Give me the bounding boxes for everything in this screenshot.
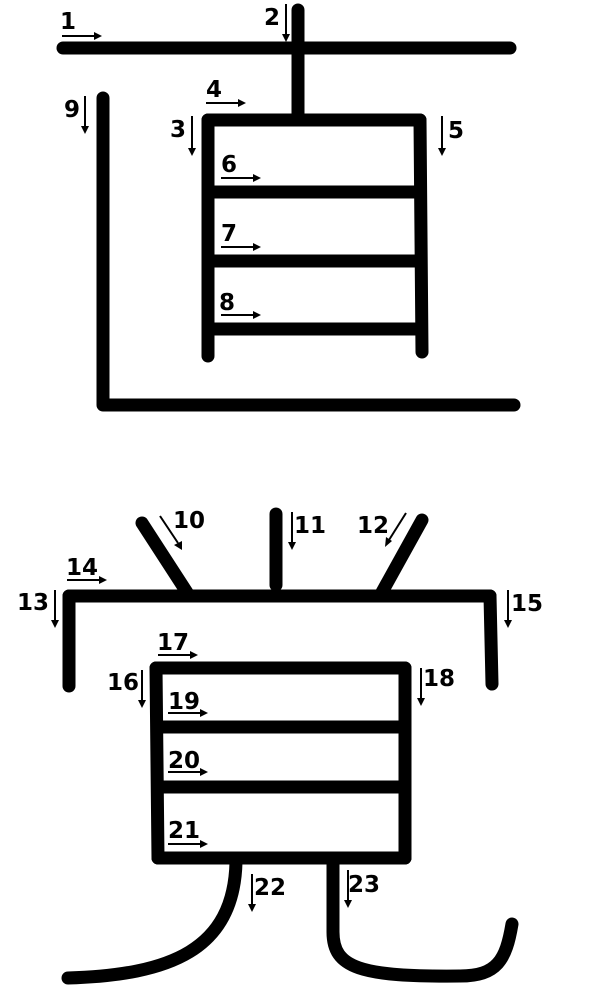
arrow-21-icon — [168, 840, 208, 848]
stroke-23 — [326, 855, 519, 983]
arrow-15-icon — [504, 590, 512, 628]
arrow-7-icon — [221, 243, 261, 251]
stroke-number-11: 11 — [294, 513, 326, 539]
arrow-14-icon — [67, 576, 107, 584]
stroke-number-3: 3 — [170, 117, 186, 143]
direction-arrows — [51, 4, 512, 912]
arrow-20-icon — [168, 768, 208, 776]
arrow-4-icon — [206, 99, 246, 107]
character-1-strokes — [56, 3, 521, 412]
arrow-10-icon — [159, 515, 182, 550]
stroke-number-7: 7 — [221, 221, 237, 247]
arrow-8-icon — [221, 311, 261, 319]
stroke-number-22: 22 — [254, 875, 286, 901]
stroke-number-5: 5 — [448, 118, 464, 144]
arrow-1-icon — [62, 32, 102, 40]
stroke-number-19: 19 — [168, 689, 200, 715]
stroke-number-4: 4 — [206, 77, 222, 103]
character-2-strokes — [61, 507, 519, 985]
stroke-number-20: 20 — [168, 748, 200, 774]
arrow-9-icon — [81, 96, 89, 134]
stroke-number-15: 15 — [511, 591, 543, 617]
stroke-5 — [413, 113, 429, 359]
stroke-number-9: 9 — [64, 97, 80, 123]
stroke-number-8: 8 — [219, 290, 235, 316]
stroke-number-2: 2 — [264, 5, 280, 31]
stroke-10 — [135, 516, 195, 601]
stroke-number-12: 12 — [357, 513, 389, 539]
stroke-number-10: 10 — [173, 508, 205, 534]
arrow-22-icon — [248, 874, 256, 912]
arrow-16-icon — [138, 670, 146, 708]
arrow-13-icon — [51, 590, 59, 628]
stroke-number-labels: 1 2 3 4 5 6 7 8 9 10 11 12 13 14 15 16 1… — [17, 5, 543, 901]
stroke-number-1: 1 — [60, 9, 76, 35]
stroke-22 — [61, 855, 243, 985]
arrow-19-icon — [168, 709, 208, 717]
stroke-number-13: 13 — [17, 590, 49, 616]
stroke-number-16: 16 — [107, 670, 139, 696]
arrow-5-icon — [438, 116, 446, 156]
stroke-9 — [96, 91, 521, 412]
arrow-17-icon — [158, 651, 198, 659]
arrow-23-icon — [344, 870, 352, 908]
arrow-6-icon — [221, 174, 261, 182]
stroke-number-18: 18 — [423, 666, 455, 692]
arrow-3-icon — [188, 116, 196, 156]
stroke-number-23: 23 — [348, 872, 380, 898]
arrow-2-icon — [282, 4, 290, 42]
arrow-11-icon — [288, 512, 296, 550]
arrow-12-icon — [385, 512, 407, 547]
stroke-number-14: 14 — [66, 555, 98, 581]
stroke-12 — [374, 513, 429, 601]
stroke-number-17: 17 — [157, 630, 189, 656]
stroke-16 — [149, 661, 165, 865]
stroke-15 — [483, 589, 499, 691]
stroke-number-6: 6 — [221, 152, 237, 178]
arrow-18-icon — [417, 668, 425, 706]
stroke-number-21: 21 — [168, 818, 200, 844]
